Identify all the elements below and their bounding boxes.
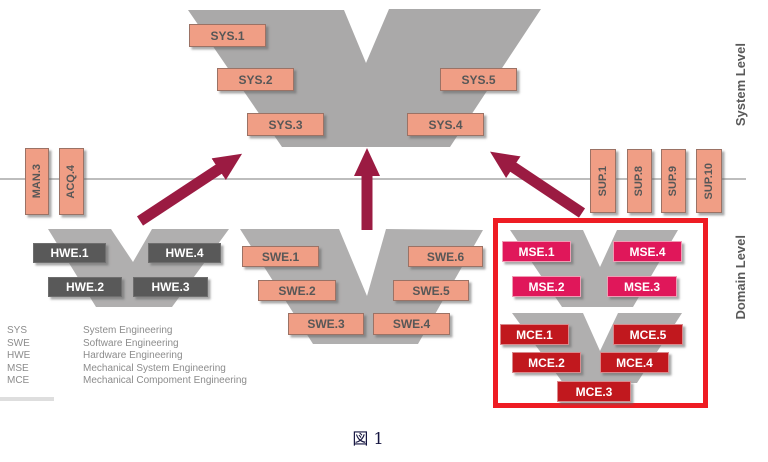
process-box-hwe-3: HWE.3: [133, 277, 208, 297]
domain-level-label: Domain Level: [728, 230, 752, 325]
process-box-sup-9: SUP.9: [661, 149, 686, 213]
sys-v-shape: [188, 9, 541, 147]
legend-row: MCE Mechanical Compoment Engineering: [7, 375, 247, 388]
process-box-sys-2: SYS.2: [217, 68, 294, 91]
process-box-sup-1: SUP.1: [590, 149, 616, 213]
legend-abbr: SYS: [7, 325, 28, 336]
process-box-swe-5: SWE.5: [393, 280, 469, 301]
process-box-hwe-2: HWE.2: [48, 277, 122, 297]
process-box-mse-4: MSE.4: [613, 241, 682, 262]
legend-desc: System Engineering: [83, 325, 173, 336]
legend-abbr: SWE: [7, 337, 30, 349]
process-box-sys-5: SYS.5: [440, 68, 517, 91]
process-box-mce-2: MCE.2: [512, 352, 581, 373]
process-box-label: SUP.1: [596, 165, 609, 197]
process-box-sys-4: SYS.4: [407, 113, 484, 136]
process-box-mse-1: MSE.1: [502, 241, 571, 262]
process-box-sup-10: SUP.10: [696, 149, 722, 213]
legend-row: SWE Software Engineering: [7, 338, 247, 351]
legend-desc: Software Engineering: [83, 337, 179, 349]
legend-abbr: HWE: [7, 350, 31, 362]
process-box-mse-3: MSE.3: [607, 276, 677, 297]
legend-row: SYS System Engineering: [7, 325, 247, 338]
process-box-mce-3: MCE.3: [557, 381, 631, 402]
process-box-hwe-4: HWE.4: [148, 243, 221, 263]
legend: SYS System Engineering SWE Software Engi…: [7, 325, 247, 388]
process-box-man-3: MAN.3: [25, 148, 49, 215]
process-box-hwe-1: HWE.1: [33, 243, 106, 263]
process-box-label: SUP.10: [702, 162, 715, 200]
process-box-swe-6: SWE.6: [408, 246, 483, 267]
arrow-up-right-icon: [136, 153, 243, 226]
process-box-swe-2: SWE.2: [258, 280, 336, 301]
legend-abbr: MCE: [7, 375, 30, 387]
process-box-label: SUP.8: [633, 165, 645, 197]
highlight-box-mse-mce: [493, 218, 708, 408]
process-box-swe-3: SWE.3: [288, 313, 364, 335]
legend-desc: Mechanical System Engineering: [83, 362, 226, 374]
process-box-swe-4: SWE.4: [373, 313, 450, 335]
process-box-mce-4: MCE.4: [600, 352, 669, 373]
figure-caption: 図 1: [352, 429, 384, 448]
legend-row: MSE Mechanical System Engineering: [7, 363, 247, 376]
process-box-swe-1: SWE.1: [242, 246, 319, 267]
legend-desc: Mechanical Compoment Engineering: [83, 375, 247, 387]
system-level-text: System Level: [732, 43, 748, 127]
domain-level-text: Domain Level: [732, 235, 748, 320]
legend-row: HWE Hardware Engineering: [7, 350, 247, 363]
process-box-sys-1: SYS.1: [189, 24, 266, 47]
process-box-acq-4: ACQ.4: [59, 148, 84, 215]
process-box-label: ACQ.4: [65, 164, 77, 199]
system-level-label: System Level: [728, 40, 752, 130]
process-box-mse-2: MSE.2: [512, 276, 581, 297]
process-box-mce-5: MCE.5: [613, 324, 683, 345]
process-box-sys-3: SYS.3: [247, 113, 324, 136]
process-box-label: SUP.9: [667, 165, 679, 197]
process-box-sup-8: SUP.8: [627, 149, 652, 213]
process-box-mce-1: MCE.1: [500, 324, 569, 345]
legend-abbr: MSE: [7, 362, 29, 374]
process-box-label: MAN.3: [30, 164, 43, 199]
legend-desc: Hardware Engineering: [83, 350, 183, 362]
arrow-up-left-icon: [490, 151, 586, 218]
